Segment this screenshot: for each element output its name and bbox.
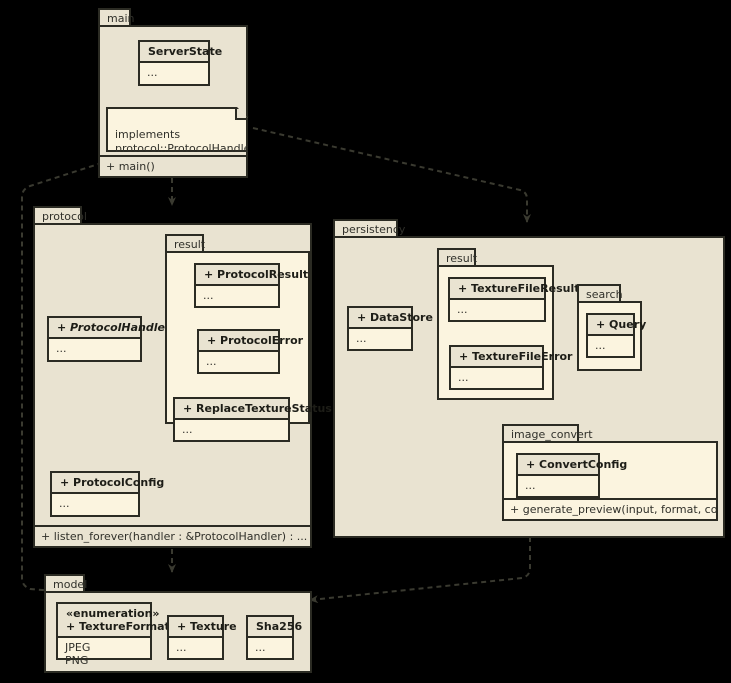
class-protocol-handler[interactable]: + ProtocolHandler ... bbox=[47, 316, 170, 362]
class-query[interactable]: + Query ... bbox=[586, 313, 646, 358]
class-protocol-error[interactable]: + ProtocolError ... bbox=[197, 329, 303, 374]
note-fold-icon bbox=[235, 109, 246, 120]
note-implements[interactable]: implements protocol::ProtocolHandler bbox=[106, 107, 248, 152]
package-protocol-tab: protocol bbox=[33, 206, 87, 225]
class-texture-format-stereotype: «enumeration» bbox=[66, 607, 160, 620]
class-data-store-body: ... bbox=[356, 332, 367, 345]
package-image-convert-function: + generate_preview(input, format, config… bbox=[504, 498, 716, 519]
link-note-to-model bbox=[21, 115, 249, 600]
class-replace-texture-status-body: ... bbox=[182, 423, 193, 436]
package-persistency-search[interactable]: search + Query ... bbox=[577, 284, 646, 371]
package-persistency-result-tab: result bbox=[437, 248, 477, 267]
package-image-convert[interactable]: image_convert + generate_preview(input, … bbox=[502, 424, 718, 521]
class-texture-format[interactable]: «enumeration» + TextureFormat JPEG PNG bbox=[56, 602, 170, 667]
class-server-state-title: ServerState bbox=[140, 42, 222, 63]
class-protocol-config-body: ... bbox=[59, 497, 70, 510]
package-model[interactable]: model «enumeration» + TextureFormat JPEG… bbox=[44, 574, 312, 673]
package-persistency[interactable]: persistency + DataStore ... result + Tex… bbox=[333, 219, 725, 538]
note-implements-text: implements protocol::ProtocolHandler bbox=[115, 128, 255, 155]
class-protocol-handler-body: ... bbox=[56, 342, 67, 355]
class-sha256-title: Sha256 bbox=[248, 617, 302, 638]
package-persistency-tab: persistency bbox=[333, 219, 405, 238]
class-protocol-result-title: + ProtocolResult bbox=[196, 265, 308, 286]
package-protocol-result[interactable]: result + ProtocolResult ... + ProtocolEr… bbox=[165, 234, 332, 442]
class-sha256[interactable]: Sha256 ... bbox=[246, 615, 302, 660]
class-protocol-result[interactable]: + ProtocolResult ... bbox=[194, 263, 308, 308]
class-texture-file-error-title: + TextureFileError bbox=[451, 347, 572, 368]
package-protocol-result-tab: result bbox=[165, 234, 205, 253]
class-texture-body: ... bbox=[176, 641, 187, 654]
class-protocol-handler-title: + ProtocolHandler bbox=[49, 318, 170, 339]
class-texture[interactable]: + Texture ... bbox=[167, 615, 237, 660]
class-convert-config-title: + ConvertConfig bbox=[518, 455, 627, 476]
package-main[interactable]: main + main() ServerState ... implements… bbox=[98, 8, 248, 178]
class-replace-texture-status-title: + ReplaceTextureStatus bbox=[175, 399, 332, 420]
class-replace-texture-status[interactable]: + ReplaceTextureStatus ... bbox=[173, 397, 332, 442]
class-server-state-body: ... bbox=[147, 66, 158, 79]
package-persistency-search-tab: search bbox=[577, 284, 623, 303]
class-sha256-body: ... bbox=[255, 641, 266, 654]
package-persistency-result[interactable]: result + TextureFileResult ... + Texture… bbox=[437, 248, 579, 400]
class-query-body: ... bbox=[595, 339, 606, 352]
class-protocol-error-body: ... bbox=[206, 355, 217, 368]
class-protocol-config-title: + ProtocolConfig bbox=[52, 473, 164, 494]
class-server-state[interactable]: ServerState ... bbox=[138, 40, 222, 86]
class-protocol-error-title: + ProtocolError bbox=[199, 331, 303, 352]
class-texture-format-name: + TextureFormat bbox=[66, 620, 170, 633]
class-convert-config-body: ... bbox=[525, 479, 536, 492]
class-convert-config[interactable]: + ConvertConfig ... bbox=[516, 453, 627, 498]
class-protocol-result-body: ... bbox=[203, 289, 214, 302]
package-image-convert-tab: image_convert bbox=[502, 424, 593, 443]
class-texture-format-title: «enumeration» + TextureFormat bbox=[58, 604, 170, 638]
class-texture-file-result[interactable]: + TextureFileResult ... bbox=[448, 277, 579, 322]
class-query-title: + Query bbox=[588, 315, 646, 336]
class-data-store-title: + DataStore bbox=[349, 308, 433, 329]
package-model-tab: model bbox=[44, 574, 87, 593]
package-main-tab: main bbox=[98, 8, 134, 27]
class-texture-file-result-body: ... bbox=[457, 303, 468, 316]
package-protocol[interactable]: protocol + listen_forever(handler : &Pro… bbox=[33, 206, 332, 548]
package-protocol-function: + listen_forever(handler : &ProtocolHand… bbox=[35, 525, 310, 546]
class-texture-file-error[interactable]: + TextureFileError ... bbox=[449, 345, 572, 390]
link-main-to-persistency bbox=[252, 127, 531, 223]
link-persistency-to-model bbox=[309, 537, 531, 604]
class-data-store[interactable]: + DataStore ... bbox=[347, 306, 433, 351]
package-main-function: + main() bbox=[100, 155, 246, 176]
class-protocol-config[interactable]: + ProtocolConfig ... bbox=[50, 471, 164, 517]
class-texture-title: + Texture bbox=[169, 617, 237, 638]
class-texture-file-result-title: + TextureFileResult bbox=[450, 279, 579, 300]
class-texture-file-error-body: ... bbox=[458, 371, 469, 384]
class-texture-format-body: JPEG PNG bbox=[65, 641, 91, 667]
